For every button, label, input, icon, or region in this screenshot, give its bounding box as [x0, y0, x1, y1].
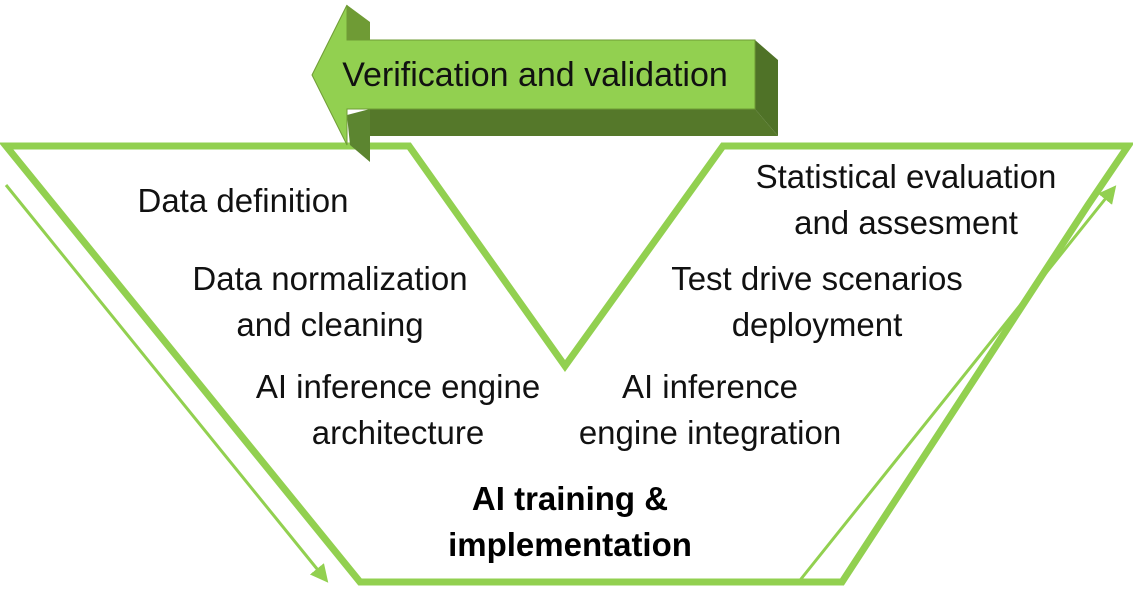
- label-test-drive: Test drive scenarios deployment: [640, 256, 994, 348]
- label-training: AI training & implementation: [420, 476, 720, 568]
- label-normalization-line-1: Data normalization: [192, 260, 468, 297]
- descending-arrow: [4, 184, 329, 583]
- banner-label: Verification and validation: [342, 56, 728, 94]
- label-training-line-1: AI training &: [471, 480, 669, 517]
- label-architecture-line-1: AI inference engine: [255, 368, 541, 405]
- label-training-line-2: implementation: [448, 526, 692, 563]
- label-evaluation-line-2: and assesment: [794, 204, 1018, 241]
- label-evaluation: Statistical evaluation and assesment: [718, 154, 1094, 246]
- label-normalization-line-2: and cleaning: [236, 306, 424, 343]
- label-data-definition-line-1: Data definition: [137, 182, 349, 219]
- ascending-arrow: [795, 185, 1117, 585]
- banner-arrow-side-face: [755, 40, 778, 136]
- label-integration-line-1: AI inference: [621, 368, 799, 405]
- banner-arrow-head-top-face: [347, 5, 370, 40]
- label-normalization: Data normalization and cleaning: [160, 256, 500, 348]
- label-data-definition: Data definition: [108, 178, 378, 224]
- label-test-drive-line-2: deployment: [731, 306, 903, 343]
- label-integration: AI inference engine integration: [552, 364, 868, 456]
- banner-arrow-bottom-face: [370, 109, 778, 136]
- banner-arrow: [311, 4, 778, 162]
- label-evaluation-line-1: Statistical evaluation: [755, 158, 1057, 195]
- label-integration-line-2: engine integration: [578, 414, 842, 451]
- label-test-drive-line-1: Test drive scenarios: [671, 260, 963, 297]
- v-funnel-outline: [0, 142, 1133, 586]
- banner-arrow-head-bottom-face: [347, 109, 370, 162]
- label-architecture-line-2: architecture: [311, 414, 485, 451]
- label-architecture: AI inference engine architecture: [228, 364, 568, 456]
- banner-arrow-front-face: [311, 4, 756, 146]
